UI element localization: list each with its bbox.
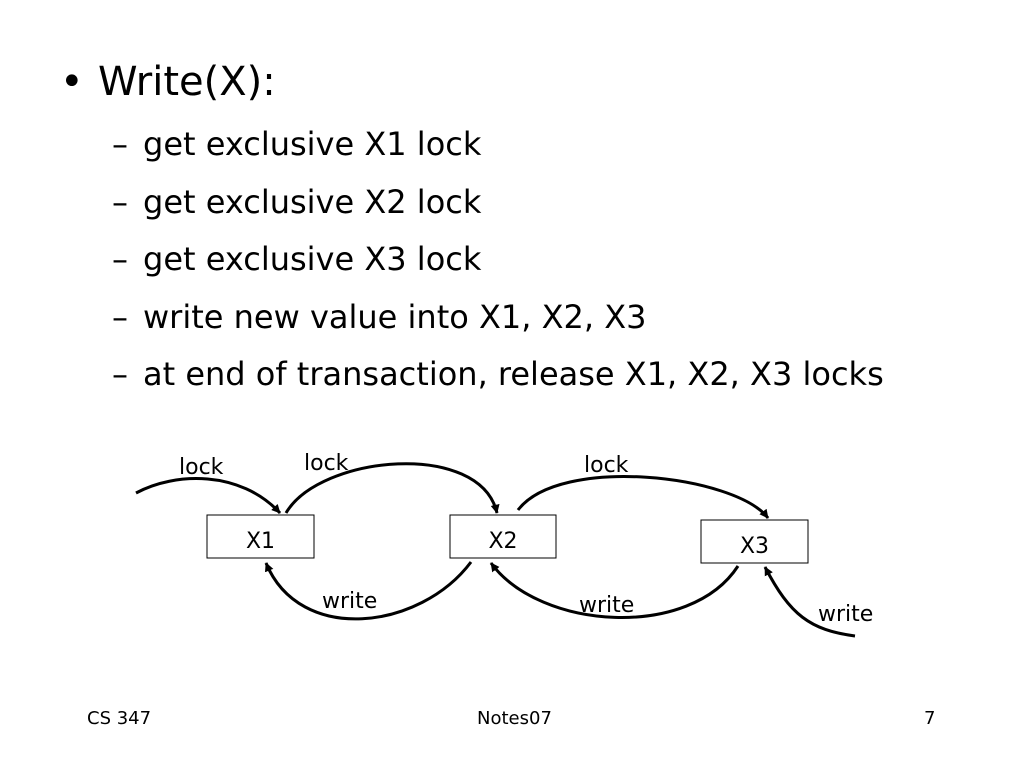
step-text: at end of transaction, release X1, X2, X… bbox=[143, 355, 884, 393]
write-arrow-x2-to-x1 bbox=[264, 561, 473, 621]
slide-title: Write(X): bbox=[98, 59, 276, 105]
write-label-3: write bbox=[818, 602, 873, 627]
write-arrow-x3-to-x2 bbox=[489, 562, 740, 619]
lock-arrow-x2-to-x3 bbox=[516, 475, 770, 519]
dash-marker: – bbox=[112, 355, 128, 393]
step-text: get exclusive X1 lock bbox=[143, 125, 482, 163]
node-x1: X1 bbox=[206, 514, 315, 559]
write-label-1: write bbox=[322, 589, 377, 614]
step-text: write new value into X1, X2, X3 bbox=[143, 297, 647, 336]
lock-label-1: lock bbox=[179, 455, 224, 480]
footer-course: CS 347 bbox=[87, 708, 152, 729]
footer-page-number: 7 bbox=[924, 708, 936, 729]
lock-label-3: lock bbox=[584, 453, 629, 478]
step-text: get exclusive X3 lock bbox=[143, 240, 482, 278]
write-label-2: write bbox=[579, 593, 634, 618]
node-x3: X3 bbox=[700, 519, 809, 564]
lock-arrow-into-x1 bbox=[135, 477, 282, 515]
node-x2-label: X2 bbox=[488, 529, 517, 554]
write-arrow-into-x3 bbox=[763, 566, 856, 638]
footer-notes: Notes07 bbox=[477, 708, 552, 729]
dash-marker: – bbox=[112, 240, 128, 278]
lock-arrow-x1-to-x2 bbox=[284, 462, 500, 514]
bullet-dot: • bbox=[60, 59, 84, 105]
node-x2: X2 bbox=[449, 514, 557, 559]
dash-marker: – bbox=[112, 297, 128, 336]
dash-marker: – bbox=[112, 125, 128, 163]
step-text: get exclusive X2 lock bbox=[143, 182, 482, 221]
dash-marker: – bbox=[112, 182, 128, 221]
node-x3-label: X3 bbox=[740, 534, 769, 559]
node-x1-label: X1 bbox=[246, 529, 275, 554]
lock-label-2: lock bbox=[304, 451, 349, 476]
